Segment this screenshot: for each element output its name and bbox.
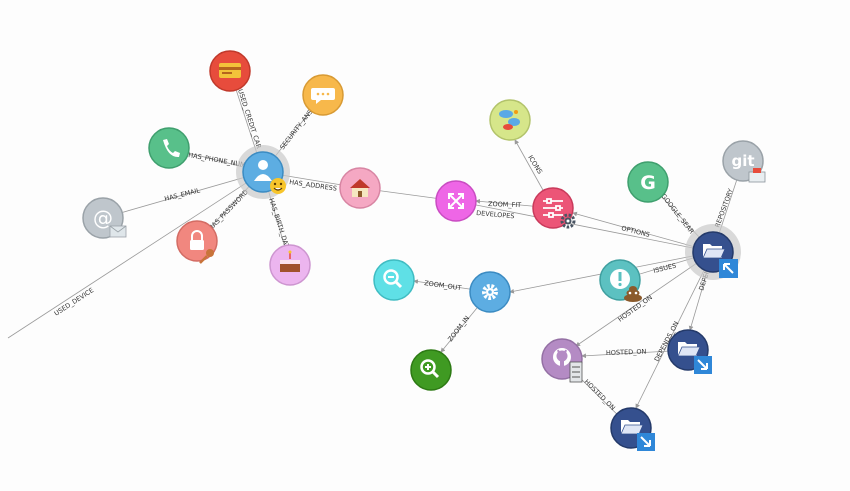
node-circle — [373, 259, 415, 301]
label-google-search: GOOGLE_SEAR — [659, 192, 695, 236]
github-icon — [553, 348, 571, 367]
label-used-credit-card: USED_CREDIT_CAR — [236, 88, 263, 150]
exclamation-icon — [610, 269, 630, 289]
shortcut-arrow-icon — [694, 356, 712, 374]
at-sign-icon: @ — [93, 206, 113, 230]
label-hosted-on-2: HOSTED_ON — [606, 348, 647, 357]
shortcut-arrow-icon — [637, 433, 655, 451]
label-repository: REPOSITORY — [713, 188, 735, 229]
folder-open-icon — [677, 342, 701, 357]
node-password[interactable] — [176, 220, 218, 264]
edge-has-email[interactable] — [102, 171, 264, 219]
node-google[interactable]: G — [627, 161, 669, 203]
zoom-out-icon — [383, 269, 403, 289]
node-user[interactable] — [236, 145, 290, 199]
node-git[interactable]: git — [722, 140, 766, 183]
node-address[interactable] — [339, 167, 381, 209]
label-zoom-fit: ZOOM_FIT — [488, 200, 521, 209]
folder-open-icon — [702, 244, 726, 259]
node-zoom-in[interactable] — [410, 349, 452, 391]
edge-depends-on-2[interactable] — [635, 251, 714, 409]
node-security-answer[interactable] — [302, 74, 344, 116]
label-zoom-in: ZOOM_IN — [446, 314, 471, 343]
node-credit-card[interactable] — [209, 50, 251, 92]
node-zoom-out[interactable] — [373, 259, 415, 301]
node-circle — [627, 161, 669, 203]
label-hosted-on-3: HOSTED_ON — [583, 378, 617, 412]
key-icon — [199, 249, 214, 264]
server-icon — [569, 361, 583, 383]
cake-icon — [280, 250, 300, 272]
label-developes: DEVELOPES — [476, 209, 515, 220]
node-issues[interactable] — [599, 259, 642, 302]
node-phone[interactable] — [148, 127, 190, 169]
lock-icon — [190, 230, 204, 250]
birds-icon — [499, 110, 520, 130]
sliders-icon — [543, 198, 563, 218]
user-icon — [254, 160, 272, 181]
label-has-email: HAS_EMAIL — [164, 186, 202, 203]
phone-icon — [163, 139, 180, 158]
house-icon — [350, 179, 370, 197]
node-circle — [410, 349, 452, 391]
folder-open-icon — [620, 420, 644, 435]
node-developer-tools[interactable] — [435, 180, 477, 222]
node-birth-date[interactable] — [269, 244, 311, 286]
node-dependency-1[interactable] — [667, 329, 712, 374]
git-icon: git — [731, 152, 754, 170]
node-circle — [148, 127, 190, 169]
node-github[interactable] — [541, 338, 583, 383]
shortcut-arrow-icon — [719, 259, 738, 278]
gear-icon — [482, 284, 498, 300]
edges — [7, 70, 744, 433]
smiley-emoji — [270, 178, 286, 194]
speech-bubble-icon — [311, 88, 335, 104]
node-icons[interactable] — [489, 99, 531, 141]
zoom-in-icon — [420, 359, 440, 379]
label-used-device: USED_DEVICE — [53, 286, 95, 317]
label-zoom-out: ZOOM_OUT — [424, 279, 462, 292]
node-options[interactable] — [532, 187, 576, 229]
node-email[interactable]: @ — [82, 197, 127, 239]
gear-icon — [560, 213, 576, 229]
server-icon — [748, 168, 766, 183]
edge-developes[interactable] — [455, 200, 714, 253]
node-repository[interactable] — [685, 224, 741, 280]
node-dependency-2[interactable] — [610, 407, 655, 451]
edge-used-device[interactable] — [7, 167, 268, 339]
envelope-icon — [109, 225, 127, 238]
credit-card-icon — [219, 63, 241, 78]
google-g-icon: G — [640, 172, 656, 194]
expand-arrows-icon — [448, 193, 464, 209]
poop-emoji — [624, 286, 642, 302]
node-settings[interactable] — [469, 271, 511, 313]
label-security-answer: SECURITY_ANS — [278, 108, 314, 151]
